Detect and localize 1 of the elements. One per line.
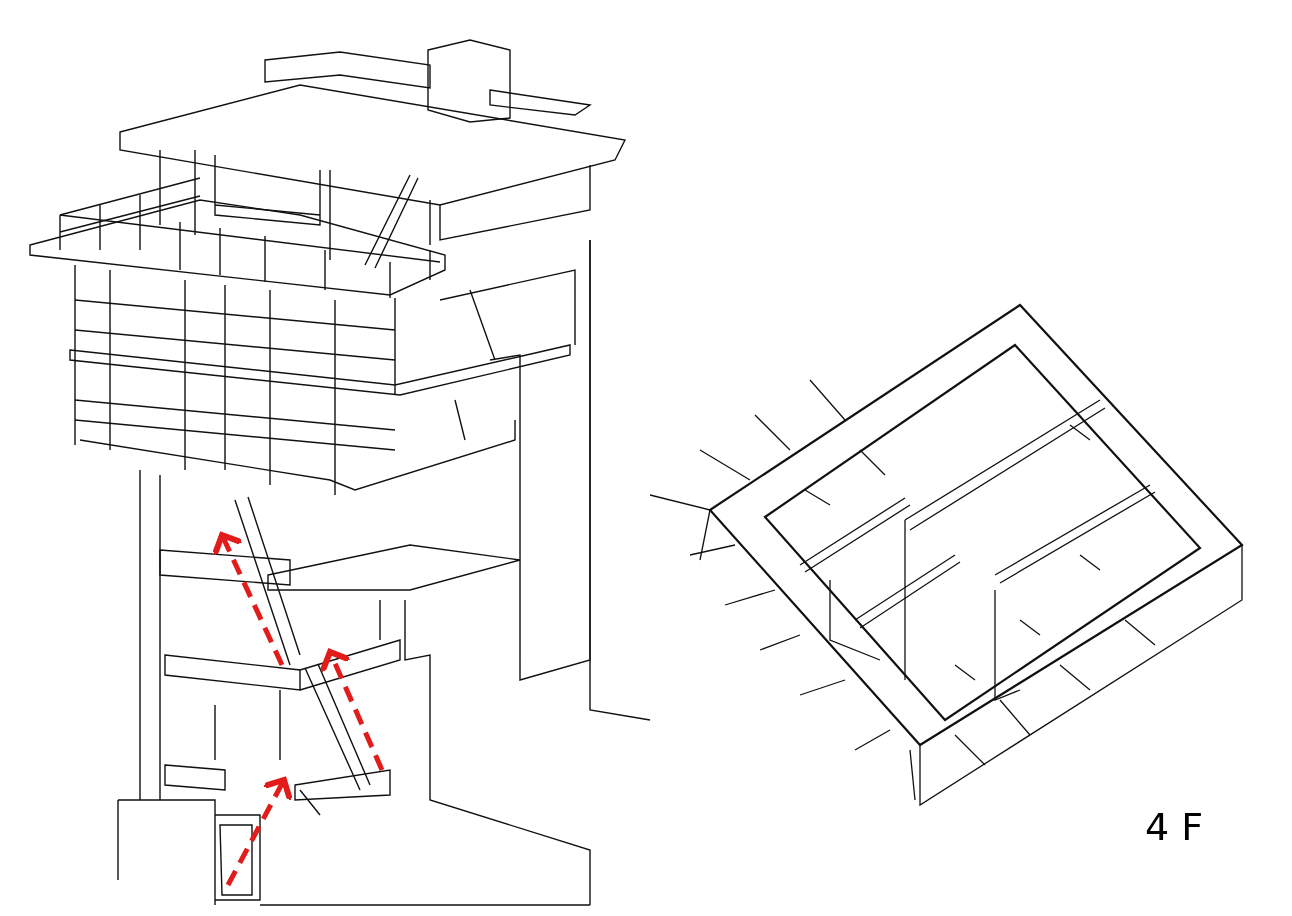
floor-label: 4 F	[1145, 808, 1204, 846]
